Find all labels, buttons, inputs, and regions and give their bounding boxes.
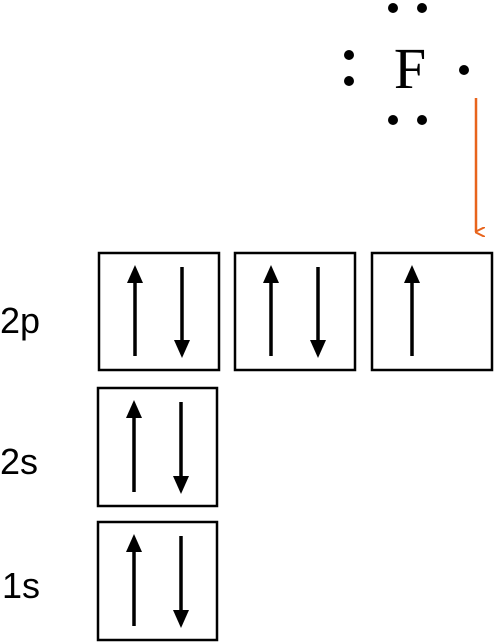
orbital-label-2p: 2p	[0, 300, 40, 341]
electron-down-arrow-icon	[310, 267, 326, 358]
lewis-structure: F	[344, 3, 469, 125]
lone-pair-bottom-dot	[417, 115, 427, 125]
orbital-label-2s: 2s	[0, 441, 38, 482]
orbital-box-1s	[96, 520, 219, 642]
lone-pair-top-dot	[388, 3, 398, 13]
electron-up-arrow-icon	[127, 265, 143, 356]
lone-pair-left-dot	[344, 76, 354, 86]
orbital-box-2s	[96, 386, 219, 508]
orbital-box-2p	[97, 251, 221, 372]
electron-up-arrow-icon	[126, 400, 142, 492]
electron-down-arrow-icon	[173, 402, 189, 494]
orbital-boxes	[96, 251, 494, 642]
electron-down-arrow-icon	[174, 267, 190, 358]
lone-pair-bottom-dot	[388, 115, 398, 125]
lone-pair-top-dot	[417, 3, 427, 13]
orbital-box-2p	[233, 251, 357, 372]
electron-up-arrow-icon	[126, 534, 142, 626]
unpaired-electron-dot	[459, 65, 469, 75]
orbital-label-1s: 1s	[2, 565, 40, 606]
electron-up-arrow-icon	[404, 265, 420, 356]
lone-pair-left-dot	[344, 50, 354, 60]
electron-down-arrow-icon	[173, 536, 189, 628]
element-symbol: F	[394, 36, 426, 101]
electron-up-arrow-icon	[263, 265, 279, 356]
orbital-box-2p	[370, 251, 494, 372]
